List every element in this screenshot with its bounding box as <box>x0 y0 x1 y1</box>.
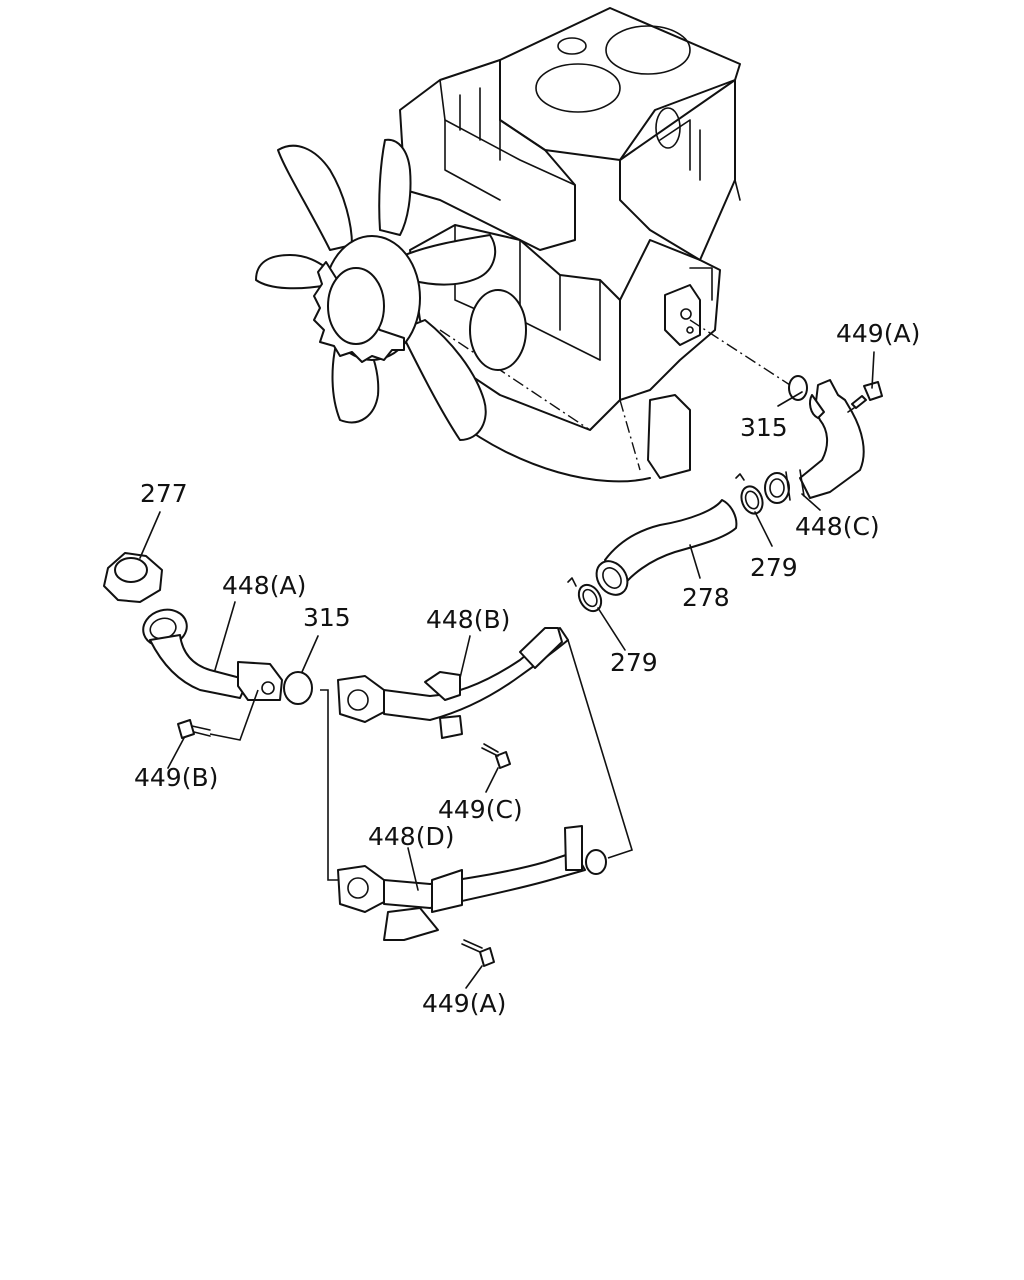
callout-277: 277 <box>140 479 188 508</box>
callout-448c: 448(C) <box>795 512 880 541</box>
leader-engine-315 <box>689 319 791 386</box>
cooling-fan <box>255 138 527 441</box>
callout-449b: 449(B) <box>134 763 218 792</box>
callout-448d: 448(D) <box>368 822 454 851</box>
callout-449c: 449(C) <box>438 795 523 824</box>
callout-leaders <box>139 351 875 989</box>
callout-315-left: 315 <box>303 603 351 632</box>
callout-279-upper: 279 <box>750 553 798 582</box>
gasket-315-left <box>283 671 313 705</box>
pipe-448c <box>764 375 883 504</box>
callout-279-lower: 279 <box>610 648 658 677</box>
callout-448b: 448(B) <box>426 605 510 634</box>
leader-315-448d <box>320 689 338 881</box>
pipe-448b <box>337 627 569 769</box>
callout-448a: 448(A) <box>222 571 306 600</box>
leader-448b-448d <box>567 639 633 859</box>
callout-315-top: 315 <box>740 413 788 442</box>
callout-449a-top: 449(A) <box>836 319 920 348</box>
pipe-448d <box>337 825 607 967</box>
radiator-cap-277 <box>103 552 163 603</box>
clamp-279-lower <box>567 577 603 613</box>
hose-278 <box>595 499 738 596</box>
callout-449a-bottom: 449(A) <box>422 989 506 1018</box>
clamp-279-upper <box>735 473 764 515</box>
pipe-448a <box>142 608 283 741</box>
callout-278: 278 <box>682 583 730 612</box>
